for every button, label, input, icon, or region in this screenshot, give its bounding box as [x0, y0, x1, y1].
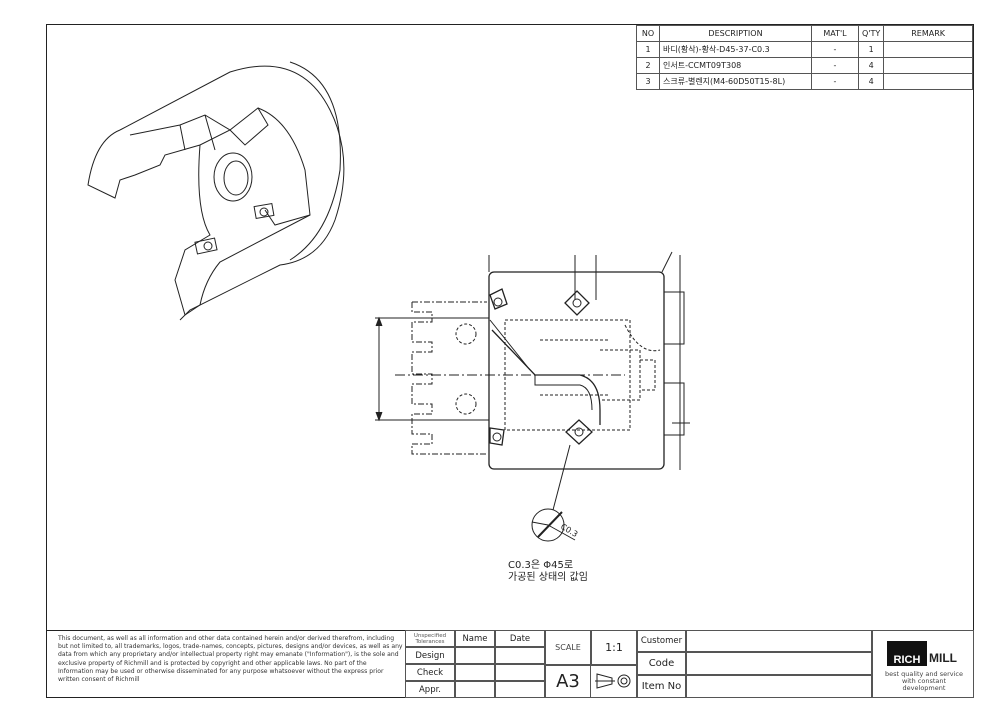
appr-name-field: [455, 681, 495, 698]
customer-label: Customer: [637, 630, 686, 652]
code-label: Code: [637, 652, 686, 675]
check-date-field: [495, 664, 545, 681]
note-line-1: C0.3은 Φ45로: [508, 560, 574, 571]
section-view: [375, 251, 690, 511]
name-label: Name: [455, 630, 495, 647]
bom-remark: [883, 73, 973, 90]
design-label: Design: [405, 647, 455, 664]
design-name-field: [455, 647, 495, 664]
logo-mill: MILL: [929, 651, 957, 665]
logo-tagline: best quality and service with constant d…: [885, 670, 964, 692]
projection-cell: [591, 665, 637, 698]
check-name-field: [455, 664, 495, 681]
design-date-field: [495, 647, 545, 664]
disclaimer-text: This document, as well as all informatio…: [58, 635, 403, 684]
bom-material: -: [811, 73, 859, 90]
bom-row: 1 바디(황삭)-황삭-D45-37-C0.3 - 1: [636, 41, 973, 58]
bom-row: 2 인서트-CCMT09T308 - 4: [636, 57, 973, 74]
customer-field: [686, 630, 872, 652]
sheet-size: A3: [545, 665, 591, 698]
check-label: Check: [405, 664, 455, 681]
bom-row: 3 스크류-별렌지(M4-60D50T15-8L) - 4: [636, 73, 973, 90]
scale-label: SCALE: [545, 630, 591, 665]
scale-value: 1:1: [591, 630, 637, 665]
code-field: [686, 652, 872, 675]
note-line-2: 가공된 상태의 값임: [508, 572, 588, 583]
first-angle-projection-icon: [595, 673, 631, 689]
date-label: Date: [495, 630, 545, 647]
item-no-label: Item No: [637, 675, 686, 698]
bom-no: 3: [636, 73, 660, 90]
tolerances-label: Unspecified Tolerances: [405, 630, 455, 647]
chamfer-detail: [531, 508, 576, 542]
appr-label: Appr.: [405, 681, 455, 698]
appr-date-field: [495, 681, 545, 698]
bill-of-materials: NO DESCRIPTION MAT'L Q'TY REMARK 1 바디(황삭…: [636, 25, 973, 90]
company-logo: RICH MILL best quality and service with …: [872, 630, 974, 698]
item-no-field: [686, 675, 872, 698]
isometric-view: [87, 61, 345, 321]
logo-rich: RICH: [887, 641, 927, 666]
bom-qty: 4: [857, 73, 885, 90]
